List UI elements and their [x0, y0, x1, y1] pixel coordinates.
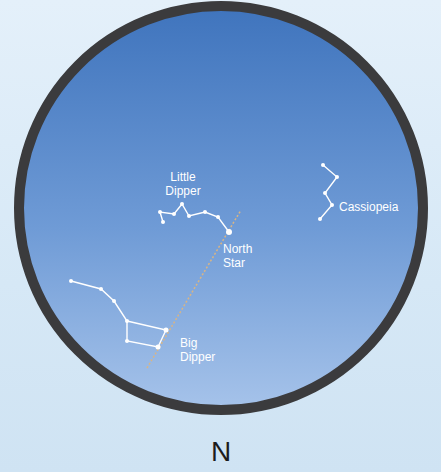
sky-circle	[19, 6, 423, 410]
stars	[69, 163, 339, 350]
pointer-line	[147, 210, 241, 368]
constellation-label: Cassiopeia	[339, 200, 398, 214]
constellation-label: Little Dipper	[160, 170, 206, 198]
direction-label: N	[201, 437, 241, 467]
constellation-label: Big Dipper	[180, 336, 224, 364]
constellation-lines	[71, 165, 337, 347]
star-label: North Star	[223, 242, 263, 270]
